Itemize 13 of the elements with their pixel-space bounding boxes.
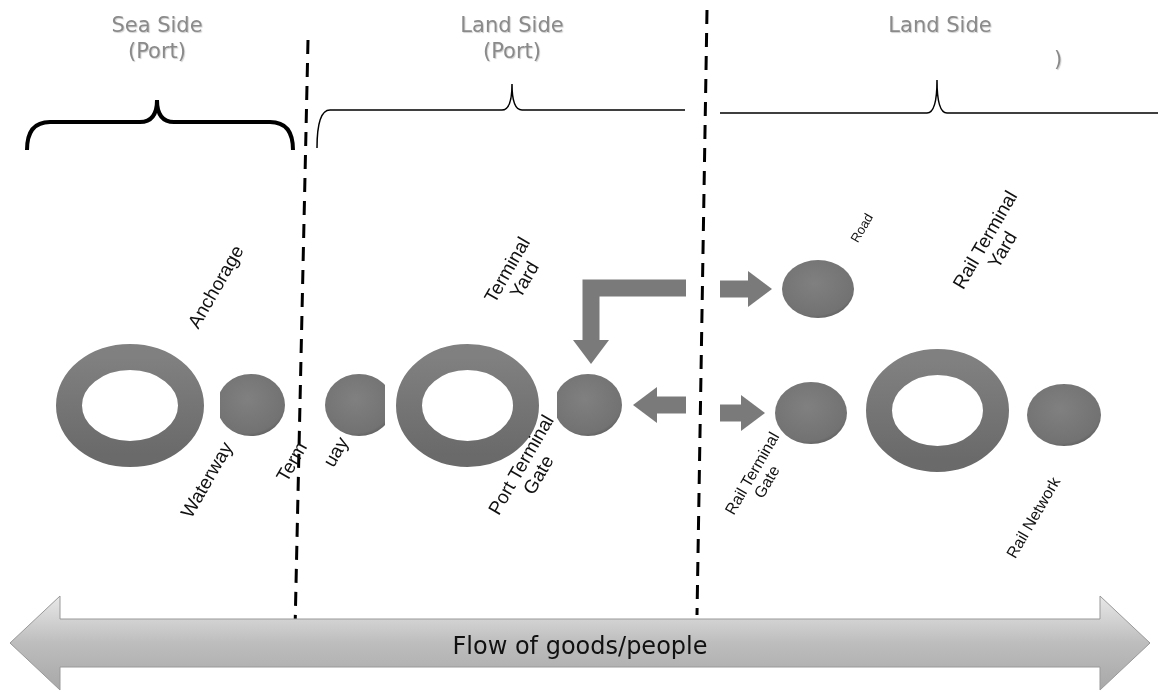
zone-heading: Sea Side (Port) xyxy=(110,12,204,65)
block-arrow xyxy=(573,279,686,364)
ring-shape xyxy=(865,348,1010,473)
zone-heading: Land Side xyxy=(887,12,993,39)
block-arrow xyxy=(720,271,772,307)
zone-heading: Land Side (Port) xyxy=(459,12,565,65)
zone-heading: ) xyxy=(1052,46,1064,73)
arrow-label: Flow of goods/people xyxy=(452,632,708,660)
disc-shape xyxy=(780,258,856,320)
disc-shape xyxy=(1025,382,1103,448)
block-arrow xyxy=(633,387,686,423)
block-arrow xyxy=(720,395,765,431)
node-label: uay xyxy=(319,433,353,471)
